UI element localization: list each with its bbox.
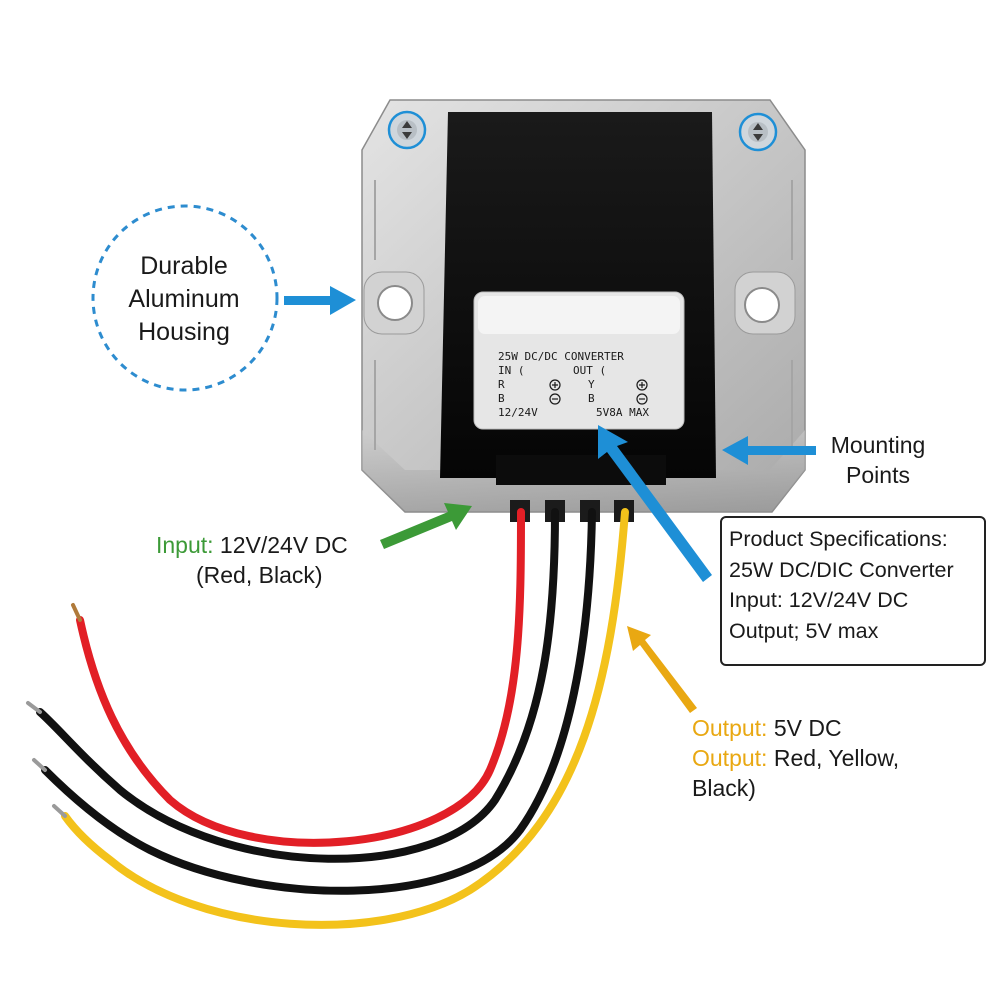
wires [36, 508, 629, 929]
input-callout-line: Input: 12V/24V DC [156, 530, 416, 560]
label-in-r: R [498, 378, 505, 391]
arrow-mounting [722, 436, 816, 465]
output-prefix: Output: [692, 715, 768, 741]
output-prefix: Output: [692, 745, 768, 771]
input-prefix: Input: [156, 532, 214, 558]
input-callout: Input: 12V/24V DC (Red, Black) [156, 530, 416, 590]
label-output-rating: 5V8A MAX [596, 406, 649, 419]
label-out-y: Y [588, 378, 595, 391]
mounting-hole-right [734, 271, 796, 335]
housing-callout-line: Housing [138, 318, 230, 346]
specifications-box: Product Specifications: 25W DC/DIC Conve… [720, 516, 986, 666]
output-callout-line: Black) [692, 775, 756, 801]
output-value: 5V DC [767, 715, 842, 741]
wire-red [76, 508, 525, 847]
arrow-input [380, 503, 472, 549]
label-text: 25W DC/DC CONVERTER IN ( OUT ( R Y B B 1… [498, 350, 649, 419]
output-value: Red, Yellow, [767, 745, 900, 771]
output-callout-line: Output: 5V DC [692, 713, 992, 743]
specs-line: Output; 5V max [729, 618, 879, 643]
housing-callout-line: Durable [140, 252, 228, 280]
label-out-b: B [588, 392, 595, 405]
screw-top-right [738, 112, 778, 152]
arrow-specs [598, 425, 712, 582]
label-in-b: B [498, 392, 505, 405]
arrow-housing [284, 286, 356, 315]
wire-black-input [36, 508, 559, 863]
output-callout: Output: 5V DC Output: Red, Yellow, Black… [692, 713, 992, 803]
specs-line: Input: 12V/24V DC [729, 588, 909, 612]
housing-callout: Durable Aluminum Housing [100, 250, 268, 349]
label-title: 25W DC/DC CONVERTER [498, 350, 624, 363]
mounting-callout-line: Mounting [830, 432, 926, 458]
mounting-callout: Mounting Points [808, 430, 948, 490]
input-value: 12V/24V DC [213, 532, 348, 558]
mounting-hole-left [363, 271, 425, 335]
wire-yellow [61, 508, 629, 929]
arrow-output [627, 626, 697, 713]
housing-callout-circle [91, 204, 279, 392]
input-wires: (Red, Black) [196, 562, 323, 588]
label-input-rating: 12/24V [498, 406, 538, 419]
screw-top-left [387, 110, 427, 150]
output-callout-line: Output: Red, Yellow, [692, 743, 992, 773]
housing-callout-line: Aluminum [128, 285, 240, 313]
label-out: OUT ( [573, 364, 606, 377]
mounting-callout-line: Points [846, 462, 910, 488]
wire-black-output [41, 508, 596, 895]
wire-tips [26, 603, 82, 818]
product-label [473, 291, 685, 430]
specs-line: 25W DC/DIC Converter [729, 557, 954, 582]
specs-line: Product Specifications: [729, 527, 948, 551]
label-in: IN ( [498, 364, 525, 377]
